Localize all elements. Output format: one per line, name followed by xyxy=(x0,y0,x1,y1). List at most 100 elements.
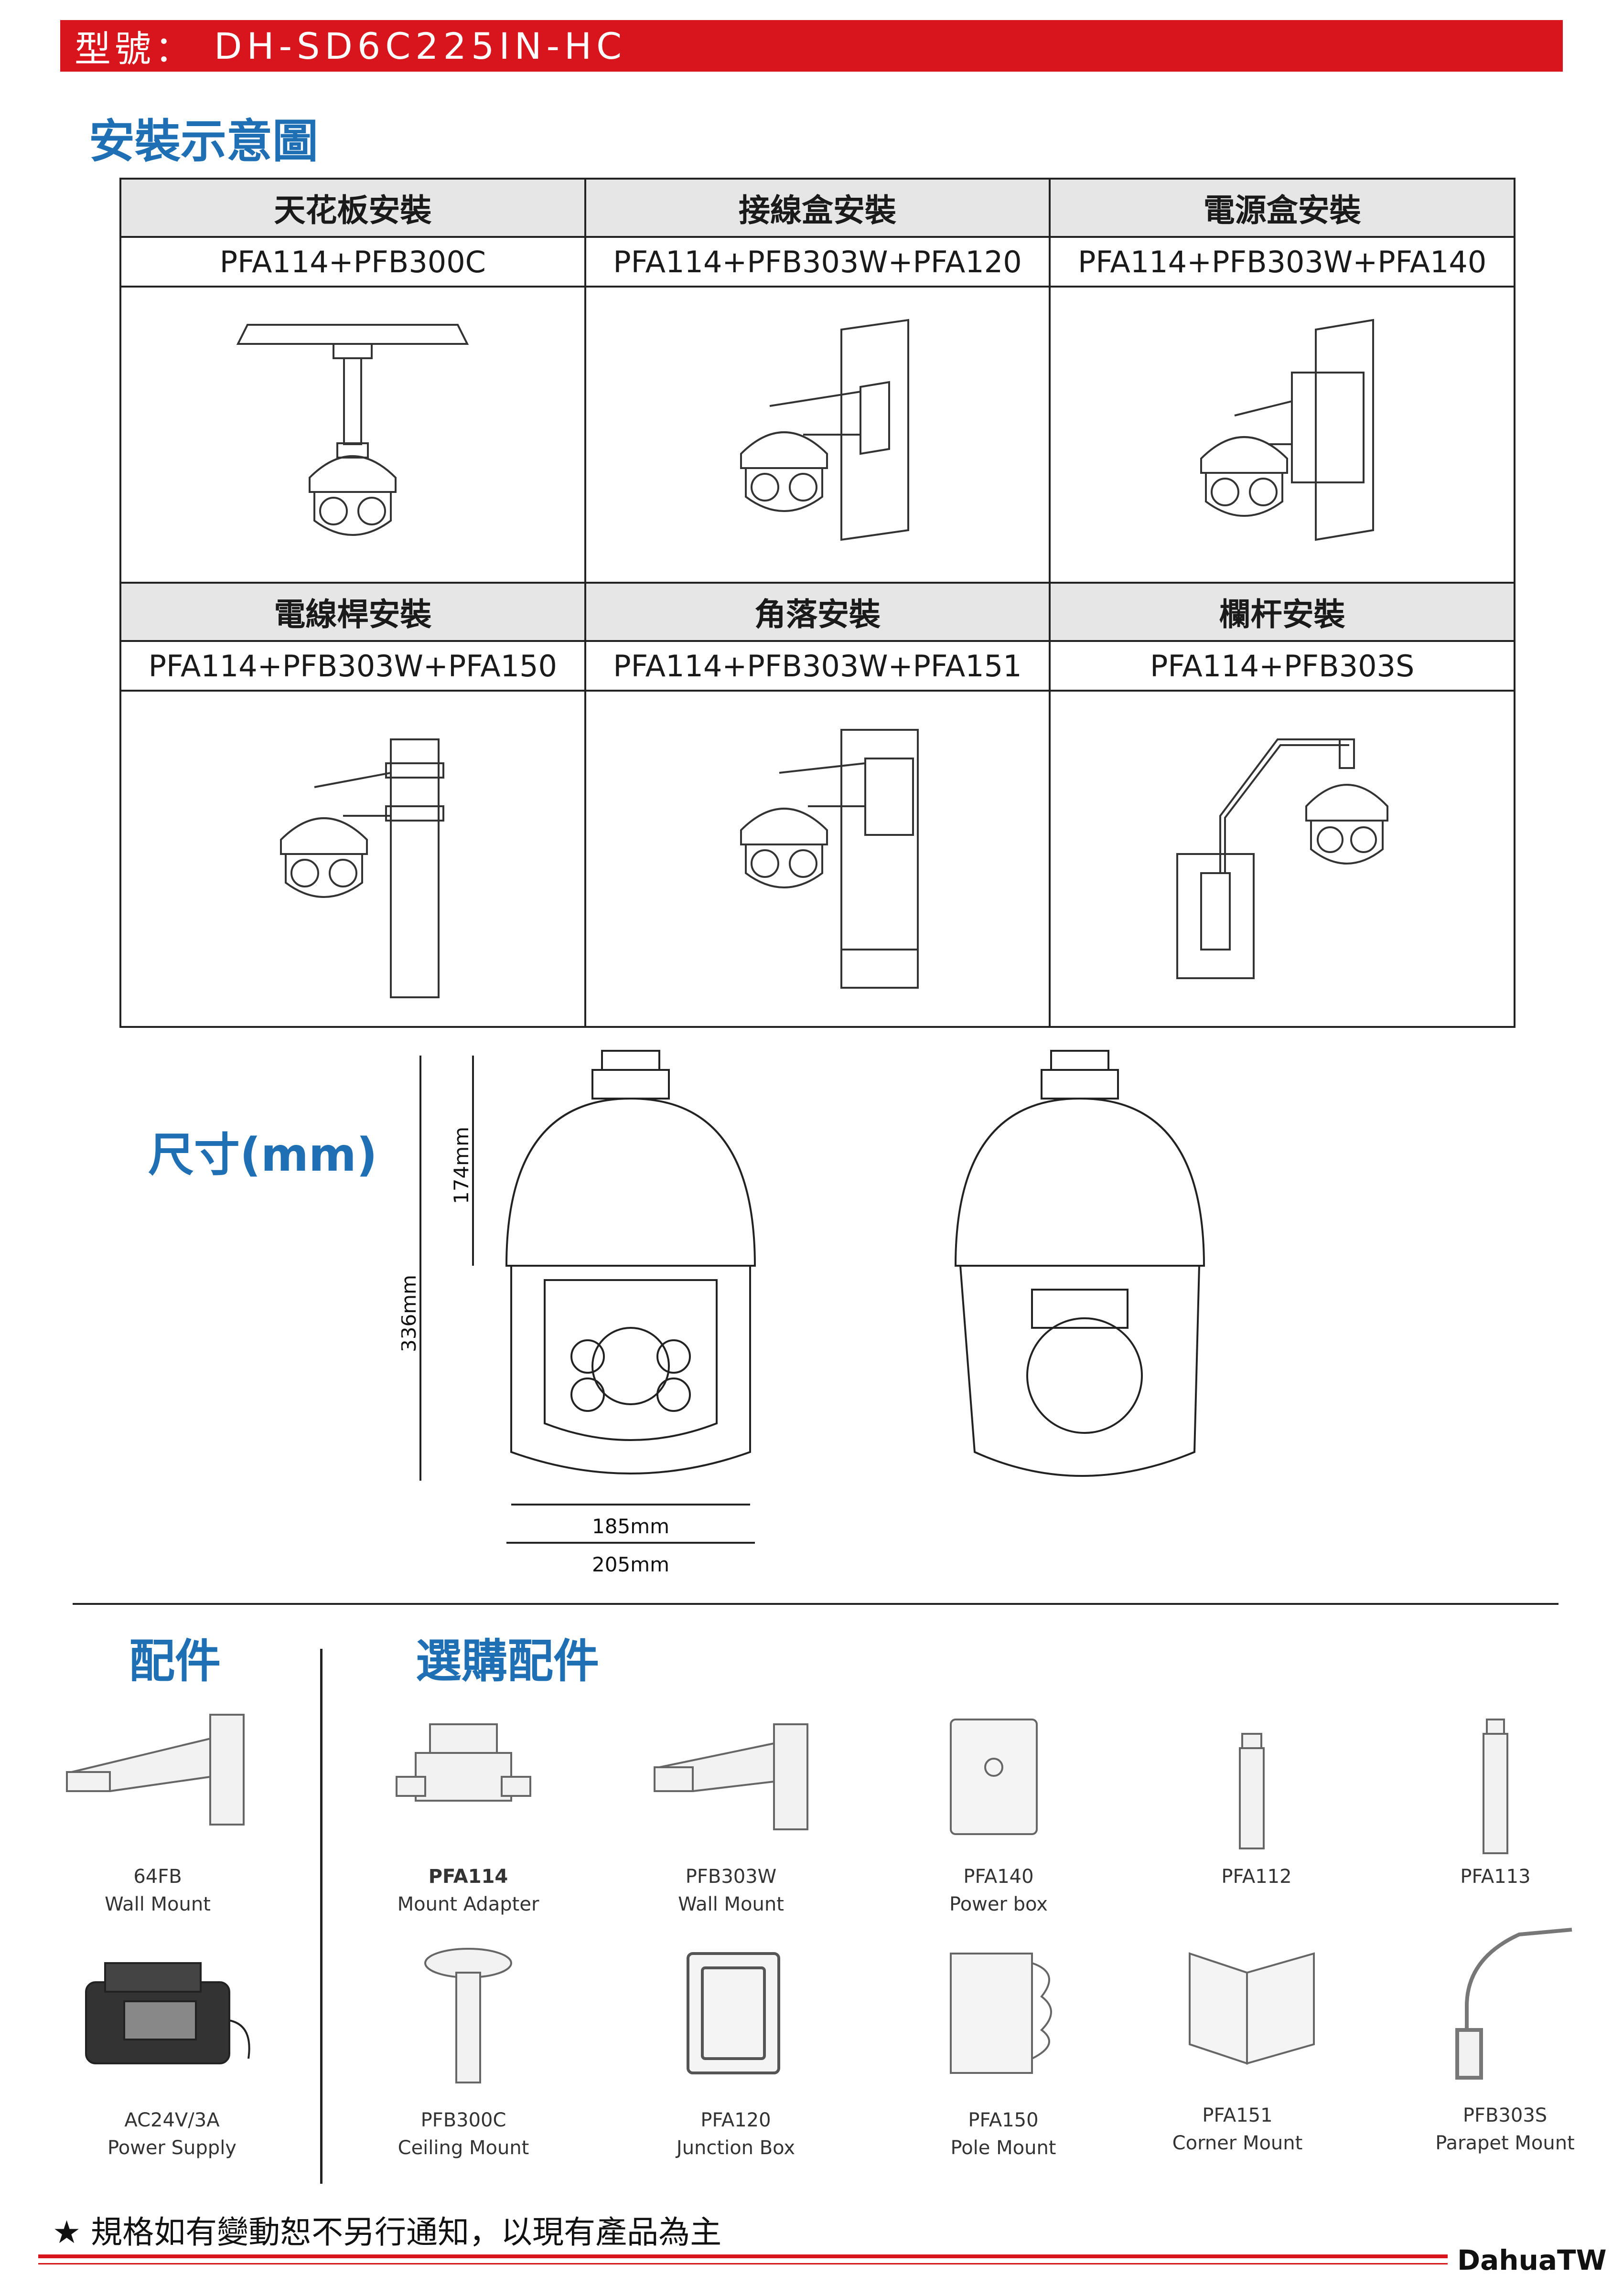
optional-pfb300c: PFB300C Ceiling Mount xyxy=(358,2106,569,2162)
accessory-power-supply-code: AC24V/3A xyxy=(124,2109,220,2131)
pfb300c-image xyxy=(424,1948,512,2083)
power-box-mount-illustration xyxy=(1049,286,1516,584)
side-body xyxy=(959,1265,1201,1477)
install-part-ceiling: PFA114+PFB300C xyxy=(119,236,586,288)
optional-pfb303w: PFB303W Wall Mount xyxy=(626,1863,836,1918)
install-part-powerbox: PFA114+PFB303W+PFA140 xyxy=(1049,236,1516,288)
optional-pfa114-name: Mount Adapter xyxy=(397,1893,539,1915)
optional-pfb300c-name: Ceiling Mount xyxy=(398,2137,529,2159)
ceiling-mount-drawing xyxy=(236,324,469,536)
dimensions-title: 尺寸(mm) xyxy=(148,1128,377,1182)
install-part-row: PFA114+PFB300C PFA114+PFB303W+PFA120 PFA… xyxy=(119,236,1516,288)
front-body xyxy=(510,1265,751,1474)
optional-pfa150-code: PFA150 xyxy=(968,2109,1039,2131)
optional-pfa120-name: Junction Box xyxy=(676,2137,795,2159)
front-lens-frame xyxy=(544,1279,718,1441)
corner-mount-drawing xyxy=(740,729,919,989)
corner-mount-illustration xyxy=(584,690,1051,1028)
footer-line xyxy=(38,2254,1448,2258)
pfa151-image xyxy=(1189,1952,1315,2065)
parapet-mount-illustration xyxy=(1049,690,1516,1028)
install-type-row: 天花板安裝 接線盒安裝 電源盒安裝 xyxy=(119,178,1516,238)
install-type-junction: 接線盒安裝 xyxy=(584,178,1051,238)
model-label: 型號： xyxy=(75,28,195,70)
front-ir-left-1 xyxy=(570,1339,605,1374)
brand-label: DahuaTW xyxy=(1457,2244,1607,2276)
install-type-parapet: 欄杆安裝 xyxy=(1049,582,1516,642)
install-part-pole: PFA114+PFB303W+PFA150 xyxy=(119,640,586,692)
optional-pfa120-code: PFA120 xyxy=(700,2109,771,2131)
optional-accessories-title: 選購配件 xyxy=(416,1634,599,1688)
optional-pfb300c-code: PFB300C xyxy=(420,2109,506,2131)
accessories-divider xyxy=(320,1649,322,2184)
width-inner-text: 185mm xyxy=(592,1515,669,1538)
model-value: DH-SD6C225IN-HC xyxy=(214,24,627,67)
pfa112-image xyxy=(1239,1733,1265,1849)
optional-pfa140-code: PFA140 xyxy=(963,1866,1034,1888)
parapet-mount-drawing xyxy=(1176,738,1388,979)
optional-pfa150-name: Pole Mount xyxy=(950,2137,1056,2159)
side-window xyxy=(1031,1289,1129,1329)
optional-pfa151-code: PFA151 xyxy=(1202,2104,1273,2126)
pfb303w-image xyxy=(654,1723,808,1830)
pfa114-image xyxy=(396,1723,531,1802)
optional-pfb303s-name: Parapet Mount xyxy=(1435,2132,1575,2154)
accessory-power-supply: AC24V/3A Power Supply xyxy=(67,2106,277,2162)
install-image-row xyxy=(119,286,1516,584)
width-outer-text: 205mm xyxy=(592,1553,669,1576)
optional-pfa112-code: PFA112 xyxy=(1221,1866,1292,1888)
junction-box-mount-drawing xyxy=(740,319,909,541)
optional-pfa151: PFA151 Corner Mount xyxy=(1132,2102,1343,2157)
optional-pfb303s: PFB303S Parapet Mount xyxy=(1400,2102,1610,2157)
pfa120-image xyxy=(687,1952,780,2074)
accessory-power-supply-name: Power Supply xyxy=(107,2137,236,2159)
footer-note: ★ 規格如有變動恕不另行通知，以現有產品為主 xyxy=(53,2214,722,2251)
side-top-neck xyxy=(1041,1069,1119,1100)
height-total-text: 336mm xyxy=(401,1275,420,1352)
front-dome xyxy=(505,1097,756,1267)
install-image-row-2 xyxy=(119,690,1516,1028)
optional-pfa140: PFA140 Power box xyxy=(893,1863,1104,1918)
optional-pfa112: PFA112 xyxy=(1151,1863,1362,1890)
power-box-mount-drawing xyxy=(1200,319,1374,541)
front-ir-right-1 xyxy=(656,1339,691,1374)
install-type-ceiling: 天花板安裝 xyxy=(119,178,586,238)
front-lens xyxy=(591,1327,670,1405)
side-top-cap xyxy=(1050,1050,1109,1071)
install-part-junction: PFA114+PFB303W+PFA120 xyxy=(584,236,1051,288)
section-divider xyxy=(73,1603,1559,1605)
pfa113-image xyxy=(1483,1719,1508,1854)
accessories-title: 配件 xyxy=(129,1634,221,1688)
install-type-pole: 電線桿安裝 xyxy=(119,582,586,642)
dimension-drawing: 336mm 174mm 185mm 205mm xyxy=(401,1050,1205,1576)
front-ir-right-2 xyxy=(656,1378,691,1412)
footer-line-thin xyxy=(38,2263,1448,2264)
model-header-bar: 型號： DH-SD6C225IN-HC xyxy=(60,20,1563,72)
ceiling-mount-illustration xyxy=(119,286,586,584)
accessory-64fb-name: Wall Mount xyxy=(105,1893,211,1915)
front-top-neck xyxy=(591,1069,670,1100)
pfa140-image xyxy=(950,1719,1038,1835)
install-table: 天花板安裝 接線盒安裝 電源盒安裝 PFA114+PFB300C PFA114+… xyxy=(119,178,1516,1028)
install-type-corner: 角落安裝 xyxy=(584,582,1051,642)
optional-pfa113-code: PFA113 xyxy=(1460,1866,1531,1888)
height-dome-text: 174mm xyxy=(450,1127,473,1204)
front-ir-left-2 xyxy=(570,1378,605,1412)
pole-mount-drawing xyxy=(280,738,445,998)
power-supply-image xyxy=(85,1962,250,2064)
pfa150-image xyxy=(950,1953,1052,2074)
optional-pfa150: PFA150 Pole Mount xyxy=(898,2106,1108,2162)
wall-mount-64fb-image xyxy=(66,1714,245,1826)
optional-pfa140-name: Power box xyxy=(949,1893,1048,1915)
optional-pfa151-name: Corner Mount xyxy=(1172,2132,1303,2154)
pfb303s-image xyxy=(1455,1928,1572,2080)
accessory-64fb: 64FB Wall Mount xyxy=(53,1863,263,1918)
install-part-row-2: PFA114+PFB303W+PFA150 PFA114+PFB303W+PFA… xyxy=(119,640,1516,692)
pole-mount-illustration xyxy=(119,690,586,1028)
install-type-powerbox: 電源盒安裝 xyxy=(1049,178,1516,238)
optional-pfb303w-name: Wall Mount xyxy=(678,1893,784,1915)
front-top-cap xyxy=(601,1050,660,1071)
install-title: 安裝示意圖 xyxy=(89,115,318,168)
side-lens xyxy=(1026,1317,1143,1434)
install-part-corner: PFA114+PFB303W+PFA151 xyxy=(584,640,1051,692)
